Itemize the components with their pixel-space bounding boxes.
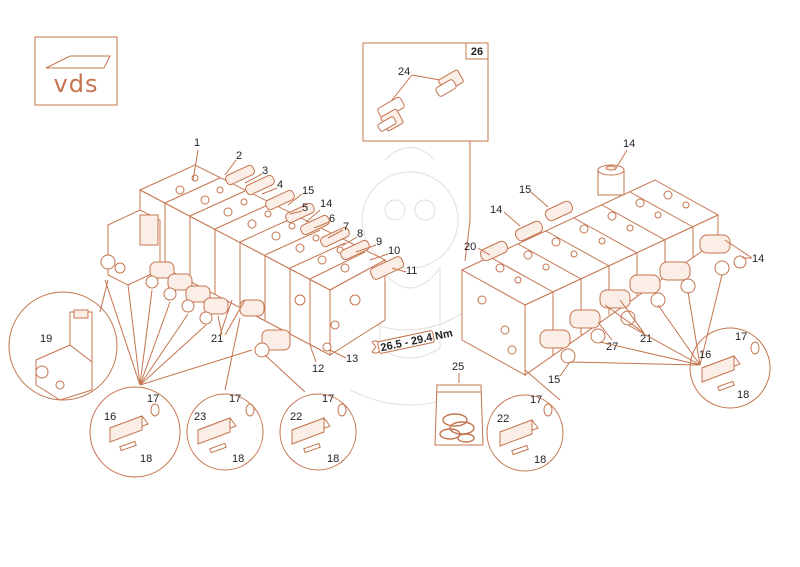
callout-5: 5	[302, 202, 308, 214]
callout-3: 3	[262, 165, 268, 177]
callout-8: 8	[357, 228, 363, 240]
kit2-callout-23: 23	[194, 411, 206, 423]
callout-24: 24	[398, 66, 410, 78]
left-callouts: 1 2 3 4 15 5 14 6 7 8 9 10 11 13 12 21	[192, 137, 417, 375]
vds-logo: vds	[34, 36, 118, 106]
right-callouts: 14 15 14 20 14 21 27 15	[464, 138, 764, 386]
callout-27: 27	[606, 341, 618, 353]
callout-21a: 21	[211, 333, 223, 345]
callout-1: 1	[194, 137, 200, 149]
callout-19: 19	[40, 333, 52, 345]
kit-circle-4: 22 17 18	[486, 394, 564, 472]
kit2-callout-17: 17	[229, 393, 241, 405]
torque-label: 26.5 - 29.4 Nm	[380, 327, 454, 354]
inset-box-26: 26 24	[362, 42, 489, 142]
callout-15c: 15	[548, 374, 560, 386]
leader-26	[464, 141, 471, 262]
right-valve-assembly	[460, 164, 747, 376]
kit3-callout-22: 22	[290, 411, 302, 423]
callout-25: 25	[452, 361, 464, 373]
torque-spec: 26.5 - 29.4 Nm	[371, 327, 454, 354]
kit-circle-3: 22 17 18	[279, 393, 357, 471]
kit-circle-5: 16 17 18	[689, 327, 771, 409]
callout-15b: 15	[519, 184, 531, 196]
fitting-24a	[377, 96, 405, 132]
left-kit-leaders	[104, 279, 306, 393]
callout-12: 12	[312, 363, 324, 375]
callout-20: 20	[464, 241, 476, 253]
left-valve-assembly	[100, 164, 405, 358]
callout-14c: 14	[490, 204, 502, 216]
callout-14b: 14	[623, 138, 635, 150]
kit5-callout-18: 18	[737, 389, 749, 401]
callout-11: 11	[406, 265, 417, 277]
callout-21b: 21	[640, 333, 652, 345]
detail-19: 19	[8, 279, 118, 401]
callout-14a: 14	[320, 198, 332, 210]
callout-10: 10	[388, 245, 400, 257]
callout-14d: 14	[752, 253, 764, 265]
callout-6: 6	[329, 213, 335, 225]
kit4-callout-22: 22	[497, 413, 509, 425]
kit-circle-1: 16 17 18	[89, 386, 181, 478]
inset-box-number: 26	[471, 46, 483, 58]
callout-7: 7	[343, 221, 349, 233]
callout-4: 4	[277, 179, 283, 191]
callout-9: 9	[376, 236, 382, 248]
kit5-callout-16: 16	[699, 349, 711, 361]
kit4-callout-17: 17	[530, 394, 542, 406]
right-kit-leaders	[524, 274, 723, 401]
kit5-callout-17: 17	[735, 331, 747, 343]
fitting-24b	[435, 69, 464, 97]
kit4-callout-18: 18	[534, 454, 546, 466]
kit2-callout-18: 18	[232, 453, 244, 465]
callout-13: 13	[346, 353, 358, 365]
kit3-callout-17: 17	[322, 393, 334, 405]
kit1-callout-18: 18	[140, 453, 152, 465]
kit3-callout-18: 18	[327, 453, 339, 465]
callout-2: 2	[236, 150, 242, 162]
seal-kit-bag-25: 25	[434, 361, 484, 446]
kit1-callout-16: 16	[104, 411, 116, 423]
kit1-callout-17: 17	[147, 393, 159, 405]
kit-circle-2: 23 17 18	[186, 393, 264, 471]
logo-text: vds	[54, 70, 99, 98]
callout-15a: 15	[302, 185, 314, 197]
